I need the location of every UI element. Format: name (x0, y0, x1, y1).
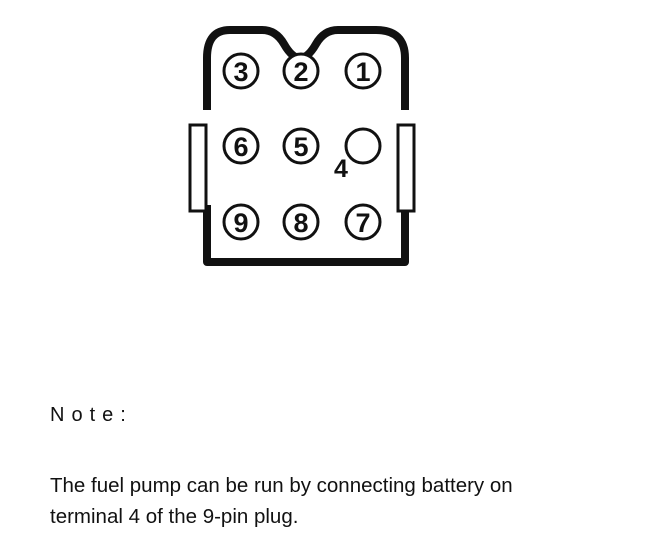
nine-pin-plug-diagram: 3 2 1 6 5 9 8 7 4 (188, 26, 416, 266)
pin-terminal: 3 (222, 52, 260, 90)
left-locking-tab (188, 123, 208, 213)
pin-terminal: 8 (282, 203, 320, 241)
pin-circle (222, 203, 260, 241)
pin-terminal: 1 (344, 52, 382, 90)
pin-circle (222, 127, 260, 165)
pin-circle (282, 52, 320, 90)
pin-number: 3 (233, 57, 248, 87)
pin-number: 2 (293, 57, 308, 87)
pin-number: 1 (355, 57, 370, 87)
pin-circle (222, 52, 260, 90)
pin-circle (282, 203, 320, 241)
note-line: terminal 4 of the 9-pin plug. (50, 505, 299, 528)
pin-terminal: 5 (282, 127, 320, 165)
pin-circle (344, 52, 382, 90)
pin-terminal: 2 (282, 52, 320, 90)
pin-number: 5 (293, 132, 308, 162)
pin-number: 6 (233, 132, 248, 162)
pin-circle (344, 203, 382, 241)
right-locking-tab (396, 123, 416, 213)
note-text: The fuel pump can be run by connecting b… (50, 470, 650, 532)
pin-number: 8 (293, 208, 308, 238)
pin-terminal: 6 (222, 127, 260, 165)
pin-terminal: 9 (222, 203, 260, 241)
terminal-4-label: 4 (334, 155, 348, 183)
note-line: The fuel pump can be run by connecting b… (50, 474, 513, 497)
pin-hatched-circle (344, 127, 382, 165)
pin-terminal-highlighted (344, 127, 382, 165)
note-heading: Note: (50, 404, 133, 426)
pin-grid: 3 2 1 6 5 9 8 7 (222, 52, 382, 241)
pin-number: 7 (355, 208, 370, 238)
pin-terminal: 7 (344, 203, 382, 241)
pin-circle (282, 127, 320, 165)
pin-number: 9 (233, 208, 248, 238)
